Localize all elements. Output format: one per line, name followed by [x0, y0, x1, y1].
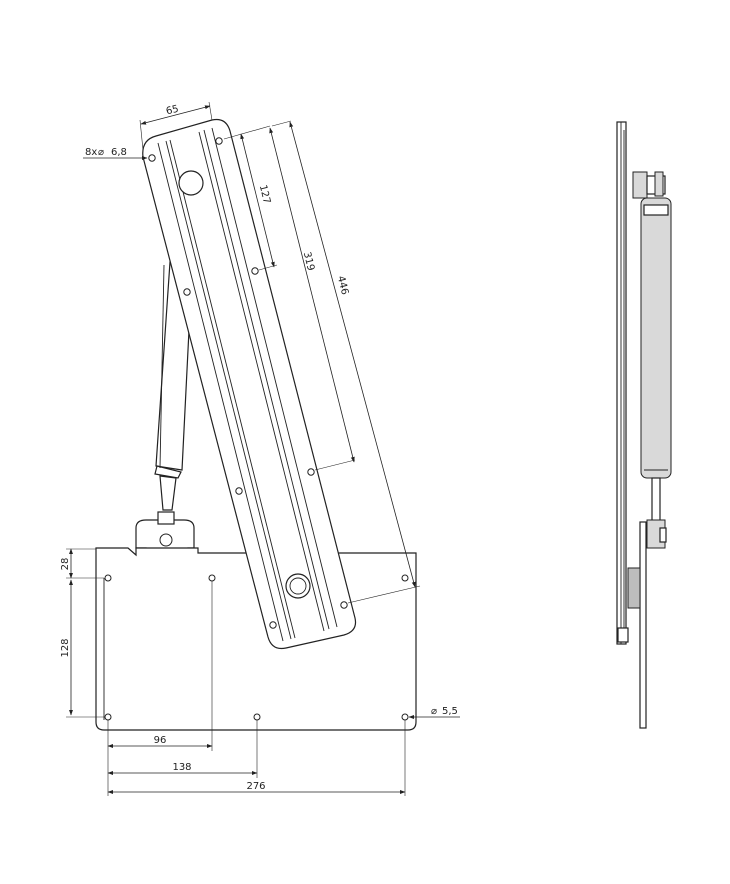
plate-hole: [401, 574, 409, 582]
dim-label-127: 127: [257, 184, 272, 205]
dim-label-446: 446: [335, 275, 350, 296]
side-lower-block: [627, 567, 641, 609]
dim-label-276: 276: [246, 781, 265, 792]
dim-label-28: 28: [60, 558, 71, 571]
rail-hole: [183, 288, 191, 296]
gas-spring: [154, 261, 193, 511]
dimension-rail-446: 446: [289, 121, 421, 604]
dimension-plate-28: 28: [60, 548, 104, 579]
dimension-plate-128: 128: [60, 579, 104, 718]
rail-hole: [307, 468, 315, 476]
dimension-holes-callout: 8x ⌀ 6,8: [83, 147, 148, 160]
side-gas-spring: [640, 197, 672, 479]
holes-diameter-label: 6,8: [111, 147, 127, 158]
front-view: 65 8x ⌀ 6,8 127 319 446: [60, 101, 460, 796]
rail-hole: [148, 154, 156, 162]
holes-count-label: 8x: [85, 147, 97, 158]
rail-hole: [235, 487, 243, 495]
plate-hole-diameter-label: 5,5: [442, 706, 458, 717]
dimension-rail-width: 65: [139, 101, 213, 151]
dimension-plate-hole-diameter: ⌀ 5,5: [408, 706, 460, 719]
dim-label-96: 96: [154, 735, 167, 746]
dim-label-319: 319: [301, 251, 316, 272]
plate-hole: [401, 713, 409, 721]
rail-knob-top: [178, 170, 204, 196]
dimension-plate-138: 138: [107, 720, 258, 778]
dimension-plate-96: 96: [107, 581, 213, 796]
rail-hole: [269, 621, 277, 629]
plate-hole: [104, 713, 112, 721]
rail-hole: [251, 267, 259, 275]
dim-label-138: 138: [172, 762, 191, 773]
side-view: [616, 121, 672, 729]
diameter-symbol-icon: ⌀: [98, 147, 104, 158]
diameter-symbol-icon: ⌀: [431, 706, 437, 717]
plate-hole: [208, 574, 216, 582]
rail-hole: [215, 137, 223, 145]
pivot-bolt: [159, 533, 173, 547]
dim-label-65: 65: [165, 104, 180, 118]
side-rail: [616, 121, 627, 645]
side-base-plate: [639, 521, 647, 729]
dim-label-128: 128: [60, 638, 71, 657]
plate-hole: [253, 713, 261, 721]
dimension-plate-276: 276: [107, 720, 406, 796]
side-top-mount: [632, 171, 648, 199]
rail-hole: [340, 601, 348, 609]
plate-hole: [104, 574, 112, 582]
